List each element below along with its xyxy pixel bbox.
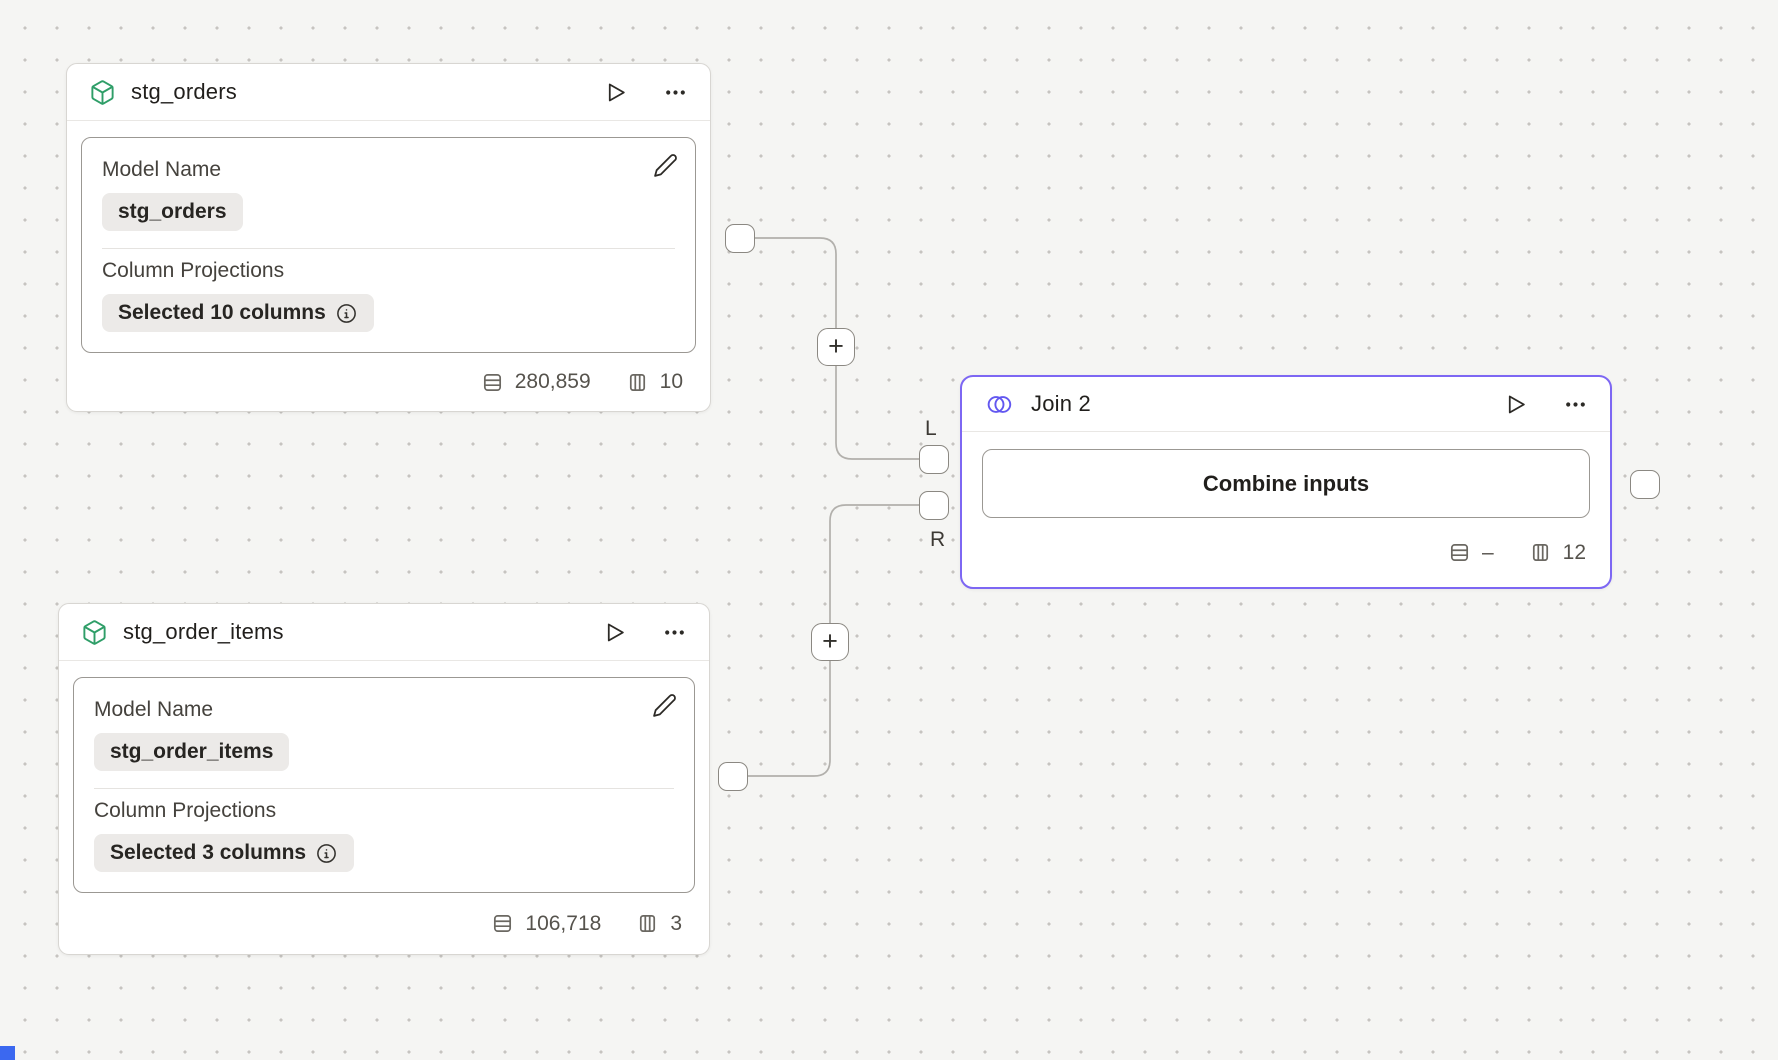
- model-name-badge[interactable]: stg_orders: [102, 193, 243, 231]
- output-port-stg-orders[interactable]: [725, 224, 755, 253]
- column-count-icon: [626, 371, 649, 394]
- node-stg-orders[interactable]: stg_orders Model Name stg_orders Column …: [66, 63, 711, 412]
- plus-icon: +: [828, 330, 844, 361]
- output-port-join[interactable]: [1630, 470, 1660, 499]
- column-count-icon: [1529, 541, 1552, 564]
- input-port-join-left[interactable]: [919, 445, 949, 474]
- node-header: stg_orders: [67, 64, 710, 120]
- run-node-button[interactable]: [603, 80, 628, 105]
- model-config-card: Model Name stg_order_items Column Projec…: [73, 677, 695, 893]
- more-options-button[interactable]: [662, 620, 687, 645]
- node-stats: 106,718 3: [59, 893, 709, 954]
- more-options-button[interactable]: [1563, 392, 1588, 417]
- info-icon[interactable]: [315, 842, 338, 865]
- column-projections-value: Selected 3 columns: [110, 841, 307, 864]
- divider: [102, 248, 675, 249]
- model-config-card: Model Name stg_orders Column Projections…: [81, 137, 696, 353]
- node-body: Model Name stg_order_items Column Projec…: [59, 661, 709, 893]
- divider: [94, 788, 674, 789]
- row-count-icon: [481, 371, 504, 394]
- node-title: stg_orders: [131, 79, 237, 104]
- plus-icon: +: [822, 625, 838, 656]
- input-port-join-right[interactable]: [919, 491, 949, 520]
- combine-inputs-label: Combine inputs: [1202, 470, 1370, 496]
- left-port-label: L: [925, 417, 937, 440]
- column-projections-badge[interactable]: Selected 3 columns: [94, 834, 355, 872]
- divider: [962, 431, 1610, 432]
- edit-icon[interactable]: [653, 153, 678, 178]
- canvas-corner-marker: [0, 1046, 15, 1060]
- column-count: 10: [659, 370, 683, 393]
- divider: [59, 660, 709, 661]
- model-name-label: Model Name: [94, 698, 214, 721]
- column-count: 3: [670, 911, 682, 935]
- output-port-stg-order-items[interactable]: [718, 762, 748, 791]
- model-name-badge[interactable]: stg_order_items: [94, 733, 290, 771]
- add-node-on-edge-button-bottom[interactable]: +: [811, 623, 849, 661]
- node-join-2[interactable]: Join 2 Combine inputs – 12: [960, 375, 1612, 589]
- add-node-on-edge-button-top[interactable]: +: [817, 328, 855, 366]
- node-title: Join 2: [1031, 391, 1091, 416]
- run-node-button[interactable]: [1503, 392, 1528, 417]
- node-stats: 280,859 10: [67, 353, 710, 411]
- package-icon: [89, 79, 116, 106]
- package-icon: [81, 619, 108, 646]
- right-port-label: R: [930, 528, 946, 551]
- more-options-button[interactable]: [663, 80, 688, 105]
- row-count-icon: [491, 912, 514, 935]
- column-projections-value: Selected 10 columns: [118, 301, 326, 324]
- column-count-icon: [636, 912, 659, 935]
- column-count: 12: [1562, 540, 1586, 564]
- node-header: stg_order_items: [59, 604, 709, 660]
- column-projections-badge[interactable]: Selected 10 columns: [102, 294, 374, 332]
- node-header: Join 2: [962, 377, 1610, 431]
- row-count: –: [1481, 540, 1494, 564]
- edit-icon[interactable]: [652, 693, 677, 718]
- combine-inputs-button[interactable]: Combine inputs: [982, 449, 1590, 518]
- row-count: 280,859: [514, 370, 591, 393]
- row-count: 106,718: [525, 911, 602, 935]
- info-icon[interactable]: [335, 302, 358, 325]
- node-stats: – 12: [962, 518, 1610, 587]
- column-projections-label: Column Projections: [94, 799, 277, 822]
- run-node-button[interactable]: [602, 620, 627, 645]
- node-body: Model Name stg_orders Column Projections…: [67, 121, 710, 353]
- node-stg-order-items[interactable]: stg_order_items Model Name stg_order_ite…: [58, 603, 710, 955]
- join-venn-icon: [984, 391, 1016, 418]
- node-title: stg_order_items: [123, 619, 284, 644]
- model-name-label: Model Name: [102, 158, 222, 181]
- model-name-value: stg_orders: [118, 200, 227, 223]
- divider: [67, 120, 710, 121]
- model-name-value: stg_order_items: [110, 740, 274, 763]
- column-projections-label: Column Projections: [102, 259, 285, 282]
- row-count-icon: [1448, 541, 1471, 564]
